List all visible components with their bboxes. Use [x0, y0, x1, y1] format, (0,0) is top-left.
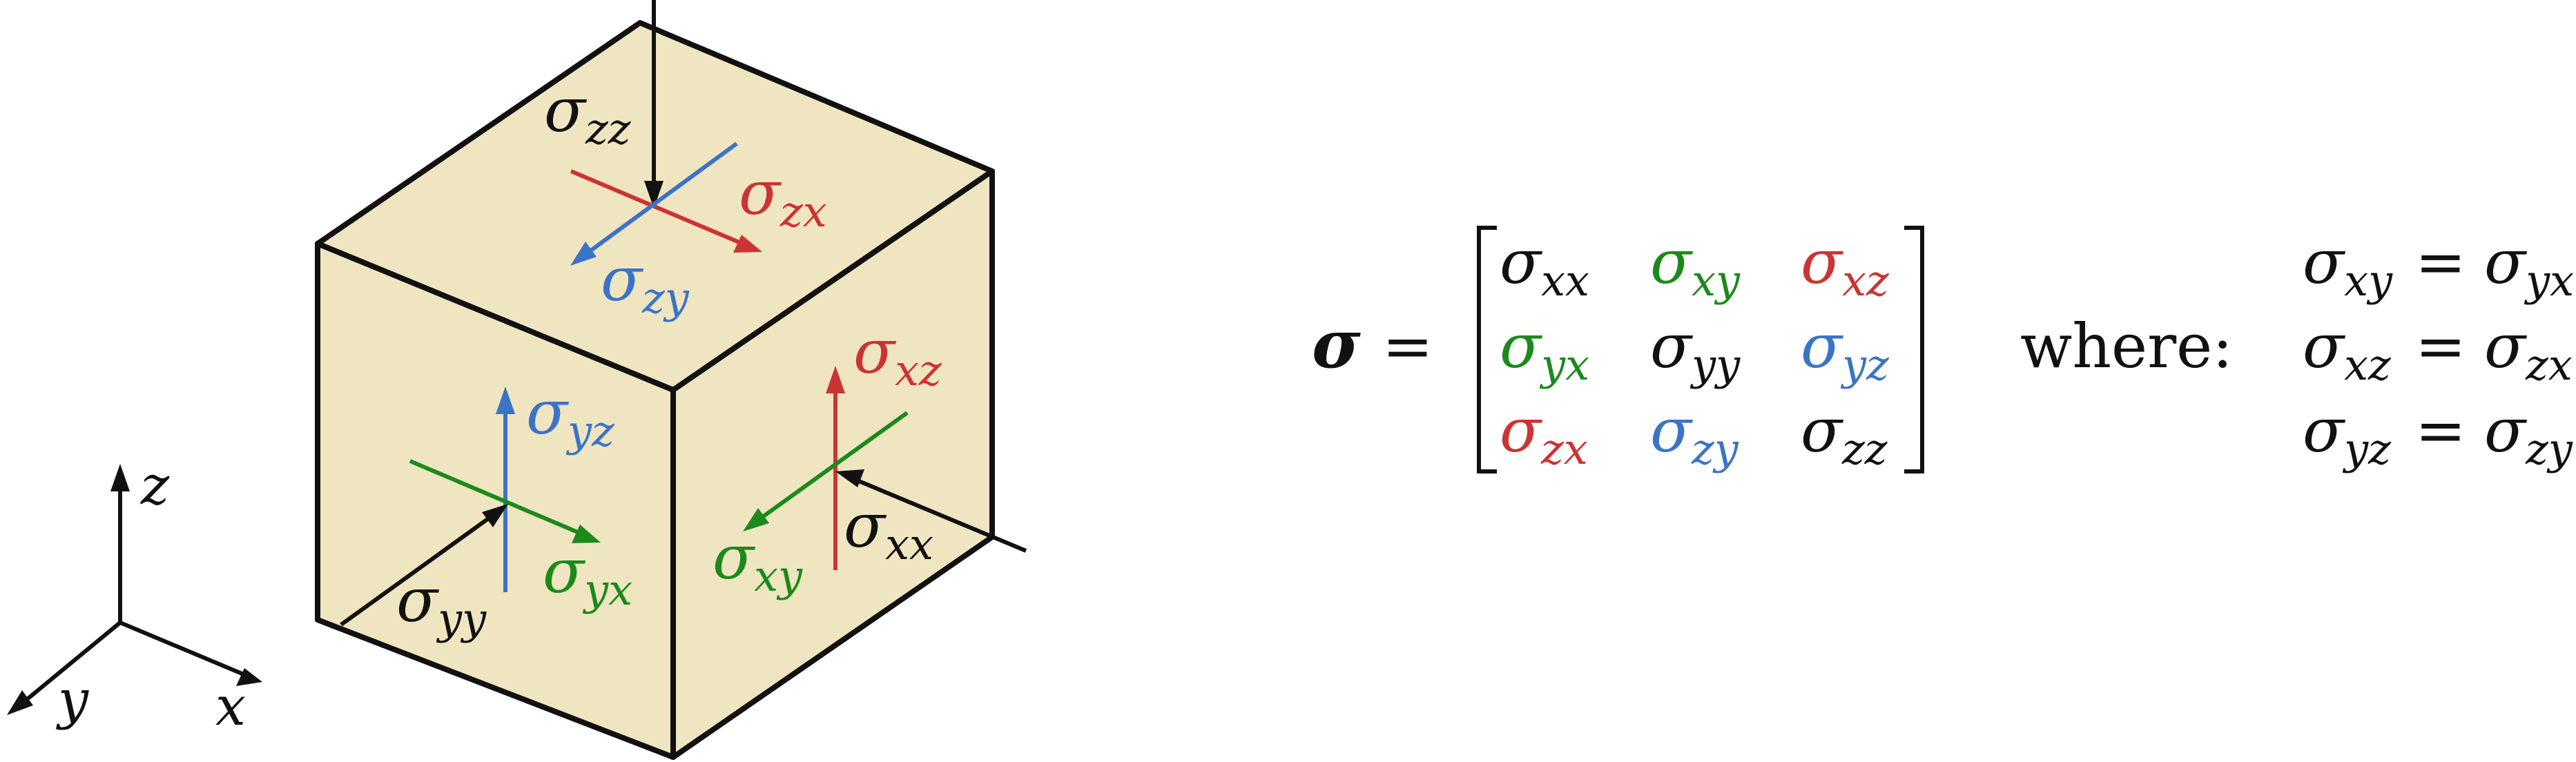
sigma-yy-label: σyy: [396, 565, 487, 644]
matrix-cell-xy: σxy: [1650, 226, 1741, 306]
z-axis-label: z: [140, 455, 170, 517]
sigma-yy-arrow: [340, 512, 496, 627]
matrix-cell-xz: σxz: [1801, 226, 1889, 306]
symmetry-rhs-zy: σzy: [2484, 395, 2573, 474]
sigma-xz-label: σxz: [853, 316, 942, 395]
symmetry-equals-2: =: [2415, 395, 2466, 466]
x-axis-arrowhead: [236, 668, 262, 686]
sigma-xy-arrow: [755, 411, 909, 523]
equals-sign: =: [1382, 311, 1433, 382]
y-axis-line: [17, 621, 122, 709]
sigma-zx-arrowhead: [733, 235, 762, 253]
sigma-xy-label: σxy: [713, 522, 803, 601]
coordinate-axes: [7, 464, 262, 715]
sigma-yy-arrowhead: [482, 504, 508, 527]
sigma-yx-arrowhead: [572, 525, 601, 543]
matrix-brackets: [1477, 226, 1924, 473]
sigma-yx-arrow: [409, 459, 585, 537]
sigma-xx-arrowhead: [835, 469, 864, 487]
matrix-cell-yx: σyx: [1500, 311, 1589, 390]
x-axis-label: x: [215, 676, 246, 738]
sigma-zy-label: σzy: [601, 244, 690, 323]
sigma-xz-arrowhead: [826, 366, 845, 393]
right-bracket: [1904, 226, 1924, 473]
symmetry-lhs-xy: σxy: [2303, 226, 2393, 306]
sigma-yz-label: σyz: [526, 377, 614, 456]
symmetry-equals-1: =: [2415, 311, 2466, 382]
top-face-stresses: [570, 0, 762, 266]
sigma-yx-label: σyx: [543, 536, 632, 615]
sigma-yz-arrowhead: [496, 387, 515, 414]
sigma-xx-arrow: [849, 476, 1027, 553]
y-axis-label: y: [56, 669, 89, 731]
symmetry-rhs-zx: σzx: [2484, 311, 2573, 390]
left-bracket: [1477, 226, 1497, 473]
matrix-cell-zz: σzz: [1801, 395, 1888, 474]
y-axis-arrowhead: [7, 690, 33, 715]
symmetry-lhs-yz: σyz: [2303, 395, 2391, 474]
sigma-xx-label: σxx: [844, 490, 933, 569]
symmetry-rhs-yx: σyx: [2484, 226, 2574, 306]
sigma-zx-arrow: [570, 169, 747, 247]
front-face-stresses: [340, 387, 601, 627]
matrix-cell-yz: σyz: [1801, 311, 1889, 390]
matrix-cell-zy: σzy: [1650, 395, 1739, 474]
right-face-stresses: [743, 366, 1027, 570]
z-axis-arrowhead: [110, 464, 130, 491]
sigma-zy-arrowhead: [570, 242, 597, 266]
symmetry-lhs-xz: σxz: [2303, 311, 2391, 390]
sigma-zx-label: σzx: [739, 157, 827, 237]
x-axis-line: [119, 621, 250, 678]
matrix-cell-zx: σzx: [1500, 395, 1588, 474]
sigma-zz-label: σzz: [544, 75, 631, 154]
sigma-zz-arrowhead: [644, 181, 664, 208]
sigma-xy-arrowhead: [743, 508, 769, 531]
symmetry-equals-0: =: [2415, 226, 2466, 297]
symmetry-conditions: σxy = σyx σxz = σzx σyz = σzy: [2303, 226, 2574, 474]
sigma-zy-arrow: [583, 141, 738, 257]
tensor-symbol: σ: [1312, 305, 1361, 383]
matrix-cell-xx: σxx: [1500, 226, 1589, 306]
matrix-cell-yy: σyy: [1650, 311, 1741, 390]
where-label: where:: [2020, 311, 2233, 382]
